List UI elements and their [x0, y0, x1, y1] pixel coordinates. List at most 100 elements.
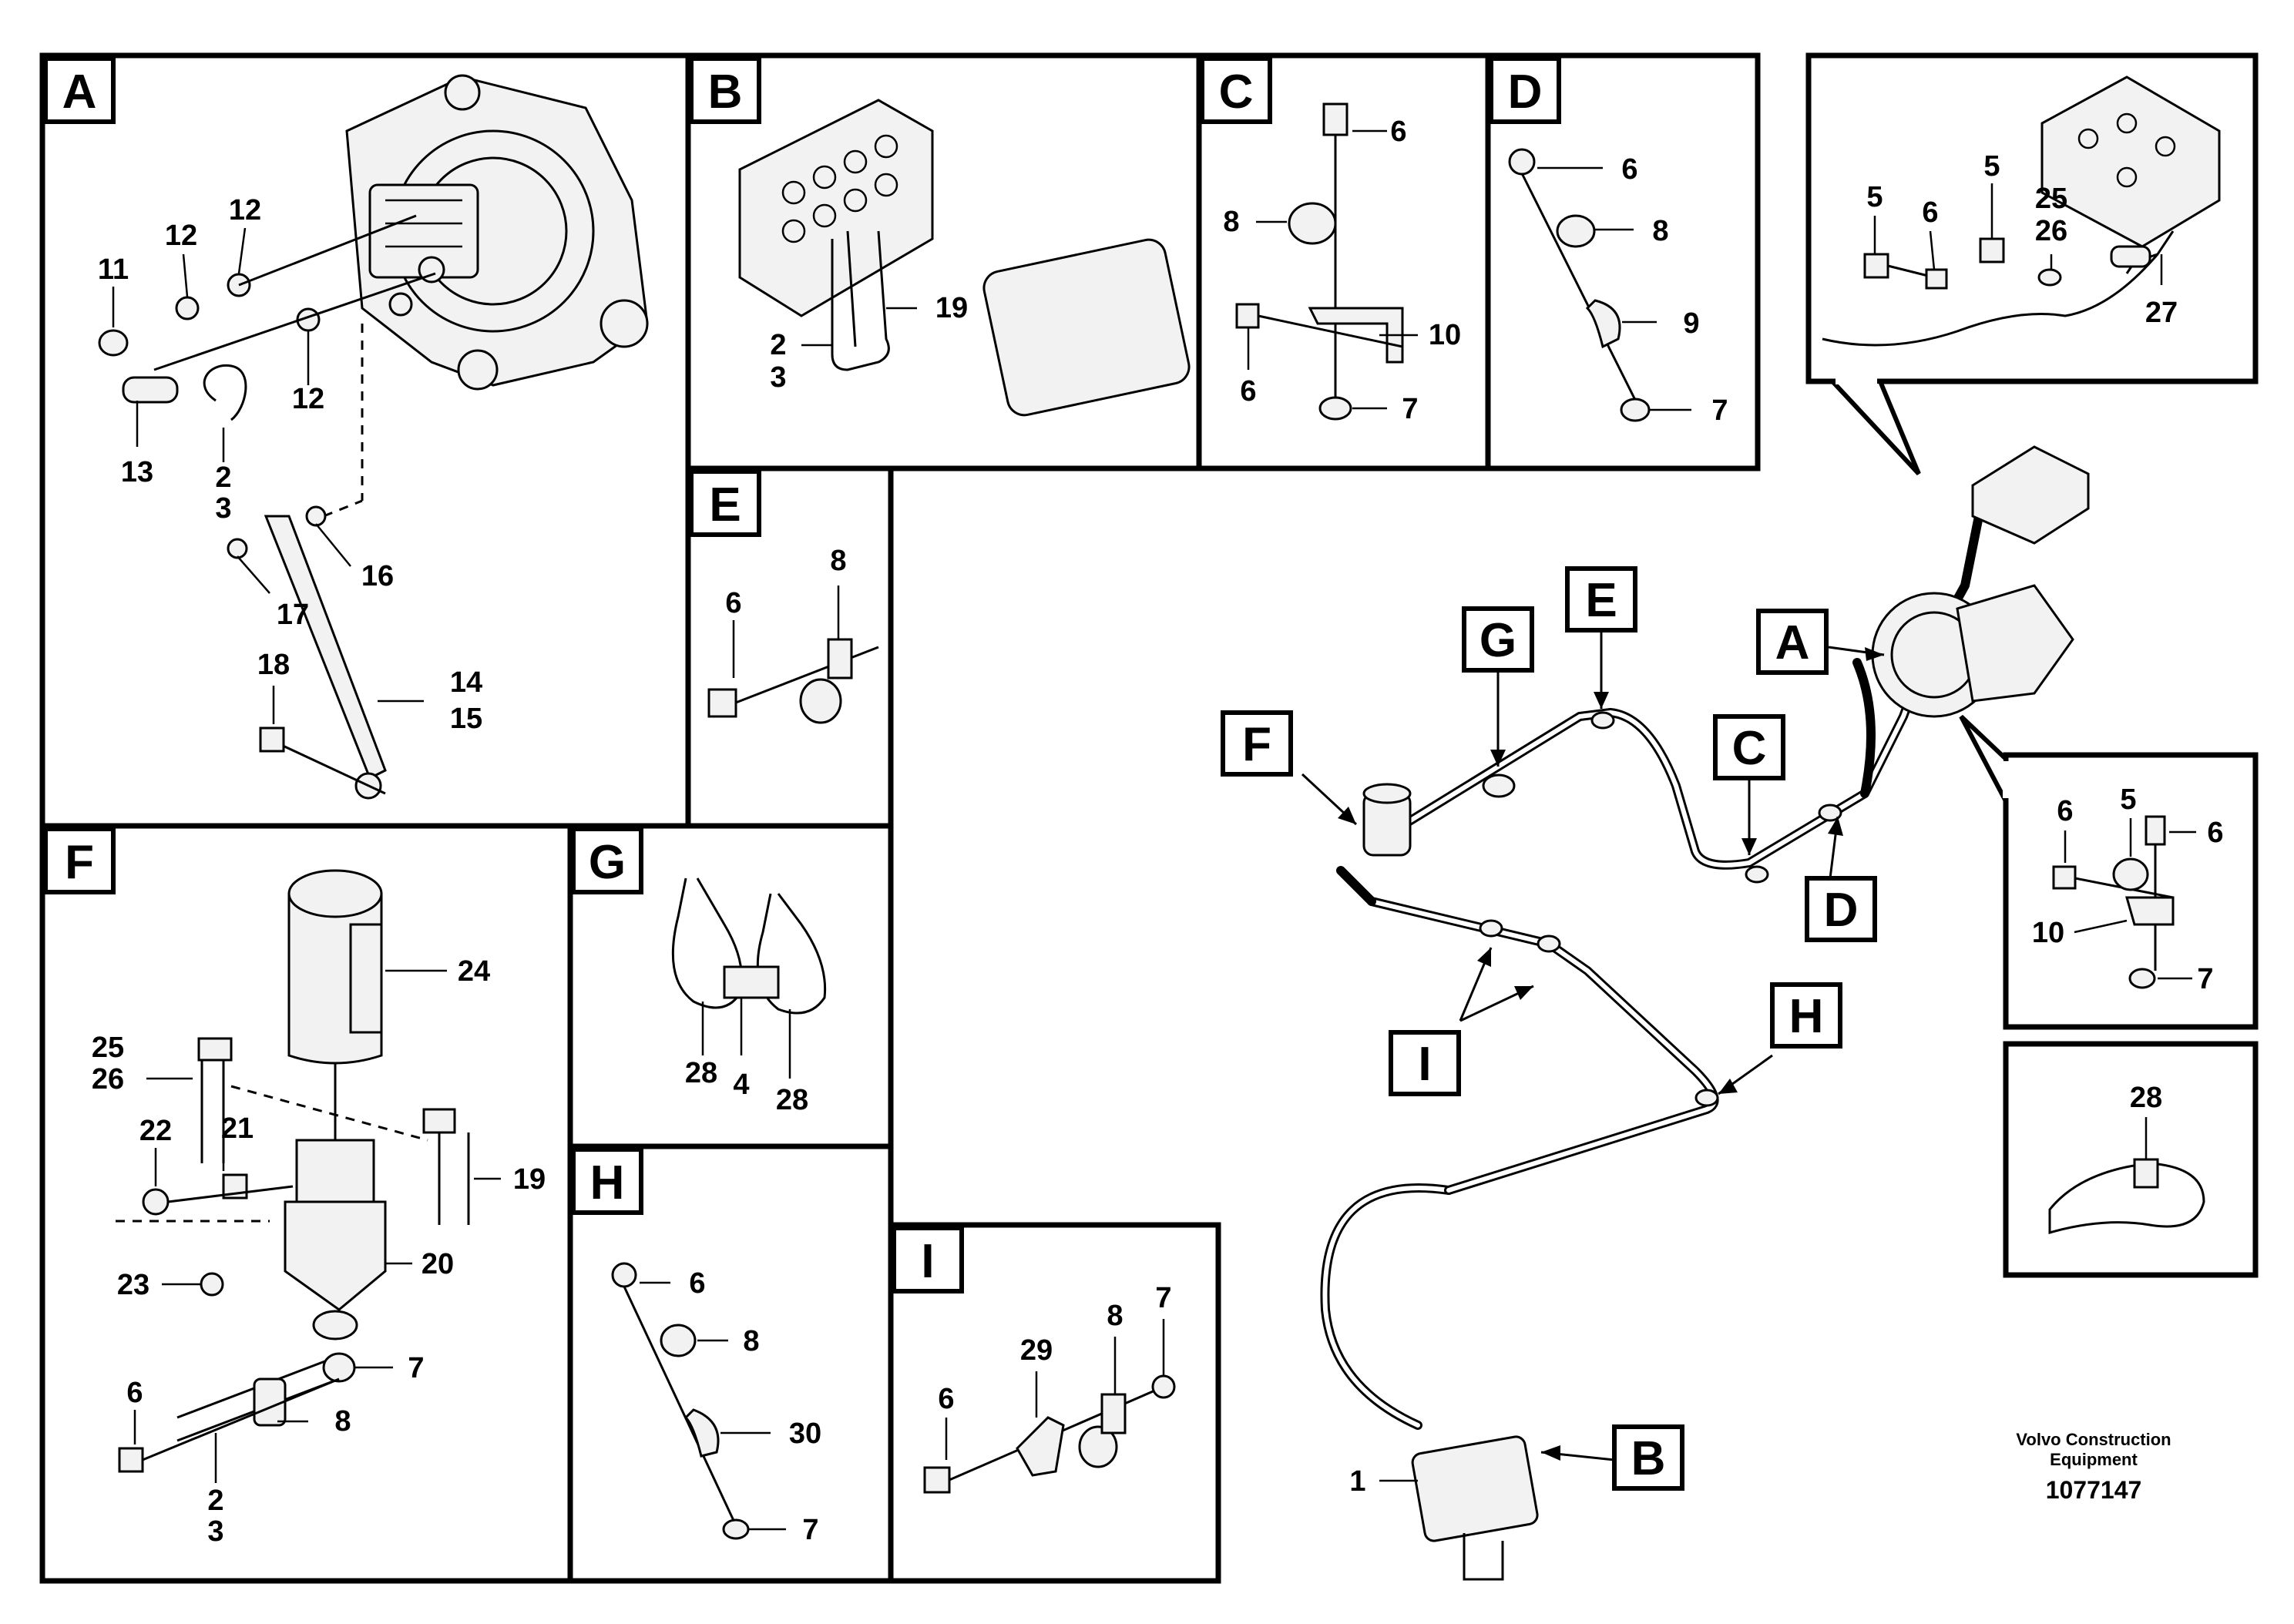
callout-28: 28: [685, 1057, 717, 1089]
panel-d: D 6 8 9 7: [1485, 52, 1761, 471]
callout-25: 25: [92, 1032, 124, 1064]
callout-15: 15: [450, 703, 482, 735]
callout-6: 6: [126, 1377, 143, 1409]
callout-6: 6: [689, 1267, 705, 1300]
callout-3: 3: [770, 361, 786, 394]
callout-7: 7: [1155, 1282, 1171, 1314]
callout-7: 7: [2197, 963, 2213, 995]
callout-6: 6: [1621, 153, 1637, 186]
panel-h: H 6 8 30 7: [567, 1143, 894, 1584]
overview-label-a: A: [1775, 616, 1810, 669]
overview-label-h: H: [1789, 990, 1824, 1043]
callout-23: 23: [117, 1269, 149, 1301]
panel-f-letter: F: [65, 836, 94, 889]
panel-a-letter: A: [62, 65, 97, 119]
callout-9: 9: [1683, 307, 1699, 340]
panel-c: C 6 8 10 6 7: [1196, 52, 1491, 471]
callout-2: 2: [215, 461, 231, 494]
callout-12: 12: [292, 383, 324, 415]
callout-12: 12: [165, 220, 197, 252]
callout-28: 28: [2130, 1082, 2162, 1114]
callout-24: 24: [458, 955, 490, 988]
reference-number: 1077147: [2046, 1476, 2142, 1504]
callout-7: 7: [1402, 393, 1418, 425]
brand-line-2: Equipment: [2050, 1450, 2138, 1469]
callout-7: 7: [1711, 394, 1728, 427]
callout-10: 10: [2032, 917, 2064, 949]
callout-20: 20: [422, 1248, 454, 1280]
callout-26: 26: [2035, 215, 2067, 247]
callout-5: 5: [2120, 783, 2136, 816]
detail-cable-tie: 28: [2003, 1041, 2259, 1278]
panel-d-letter: D: [1508, 65, 1543, 119]
callout-8: 8: [334, 1405, 351, 1438]
callout-17: 17: [277, 599, 309, 631]
callout-6: 6: [1390, 116, 1406, 148]
overview-label-c: C: [1732, 722, 1767, 775]
callout-7: 7: [408, 1352, 424, 1384]
callout-16: 16: [361, 560, 394, 592]
callout-4: 4: [733, 1069, 749, 1101]
callout-26: 26: [92, 1063, 124, 1096]
overview-label-g: G: [1480, 614, 1516, 667]
overview-label-b: B: [1631, 1432, 1666, 1485]
callout-8: 8: [743, 1325, 759, 1357]
overview-label-e: E: [1585, 574, 1617, 627]
panel-b-letter: B: [708, 65, 743, 119]
overview-label-d: D: [1824, 884, 1859, 937]
callout-22: 22: [139, 1115, 172, 1147]
callout-2: 2: [207, 1485, 223, 1517]
callout-8: 8: [1223, 206, 1239, 238]
panel-b: B 19 2 3: [685, 52, 1202, 471]
panel-a: A: [39, 52, 691, 829]
callout-6: 6: [2057, 795, 2073, 827]
alternator-illustration: [345, 74, 649, 391]
panel-h-letter: H: [590, 1156, 625, 1210]
callout-6: 6: [938, 1383, 954, 1415]
panel-f: F 24 25: [39, 823, 573, 1584]
panel-e-letter: E: [709, 478, 741, 532]
callout-27: 27: [2145, 297, 2178, 329]
callout-30: 30: [789, 1418, 821, 1450]
callout-29: 29: [1020, 1334, 1053, 1367]
callout-10: 10: [1429, 319, 1461, 351]
callout-21: 21: [221, 1112, 254, 1145]
callout-13: 13: [121, 456, 153, 488]
callout-5: 5: [1866, 181, 1883, 213]
overview-labels: A B C D E F G H I 1: [1221, 566, 1885, 1498]
callout-18: 18: [257, 649, 290, 681]
brand-line-1: Volvo Construction: [2016, 1430, 2171, 1449]
callout-6: 6: [1922, 196, 1938, 229]
callout-19: 19: [935, 292, 968, 324]
callout-2: 2: [770, 329, 786, 361]
panel-g-letter: G: [589, 836, 626, 889]
overview-label-f: F: [1242, 718, 1271, 771]
overview-label-i: I: [1418, 1038, 1431, 1091]
callout-6: 6: [725, 587, 741, 619]
callout-6: 6: [2207, 817, 2223, 849]
callout-25: 25: [2035, 183, 2067, 215]
detail-right: 6 5 6 10 7: [1959, 714, 2259, 1030]
callout-6: 6: [1240, 375, 1256, 408]
callout-8: 8: [1107, 1300, 1123, 1332]
panel-g: G 28 4 28: [567, 823, 894, 1149]
callout-7: 7: [802, 1514, 818, 1546]
callout-3: 3: [207, 1515, 223, 1548]
callout-19: 19: [513, 1163, 546, 1196]
callout-14: 14: [450, 666, 482, 699]
detail-top-right: 5 6 5 25 26 27: [1805, 52, 2259, 476]
panel-e: E 6 8: [685, 465, 894, 829]
footer: Volvo Construction Equipment 1077147: [2016, 1430, 2171, 1504]
callout-8: 8: [1652, 215, 1668, 247]
harness-overview: [1320, 445, 2090, 1581]
panel-i: I 6 29 8 7: [888, 1222, 1221, 1584]
panel-c-letter: C: [1219, 65, 1254, 119]
callout-8: 8: [830, 545, 846, 577]
callout-28: 28: [776, 1084, 808, 1116]
callout-11: 11: [98, 253, 129, 286]
panel-i-letter: I: [921, 1235, 934, 1288]
callout-3: 3: [215, 492, 231, 525]
callout-12: 12: [229, 194, 261, 226]
